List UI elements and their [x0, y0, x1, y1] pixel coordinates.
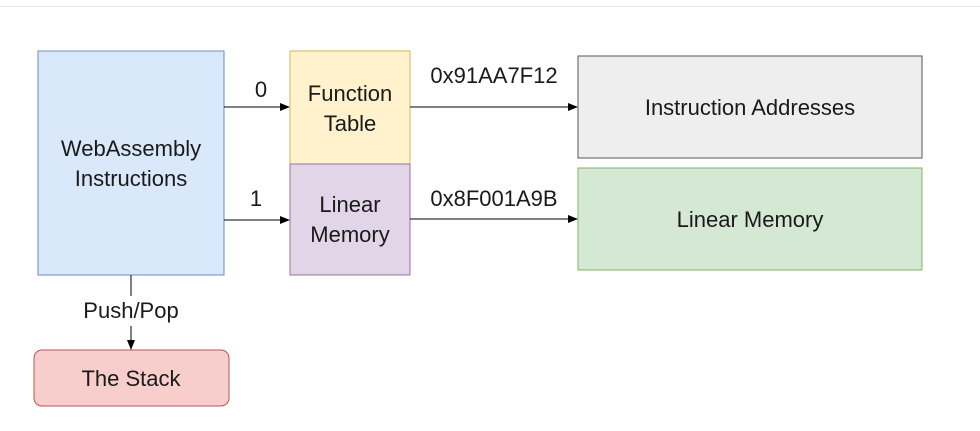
linear-memory-large-label: Linear Memory	[677, 207, 824, 232]
wasm-instructions-node[interactable]: WebAssembly Instructions	[37, 50, 225, 276]
linear-memory-small-node[interactable]: Linear Memory	[289, 163, 411, 276]
edge-to-stack: Push/Pop	[68, 275, 194, 350]
stack-node[interactable]: The Stack	[33, 349, 230, 407]
edge-to-function-table: 0	[224, 77, 290, 111]
function-table-label-line2: Table	[324, 111, 377, 136]
wasm-instructions-label-line2: Instructions	[75, 166, 188, 191]
edge-to-linear-memory-large-label: 0x8F001A9B	[430, 186, 557, 211]
function-table-label-line1: Function	[308, 81, 392, 106]
edge-to-linear-memory-label: 1	[250, 186, 262, 211]
wasm-instructions-box	[37, 50, 225, 276]
edge-to-linear-memory-large: 0x8F001A9B	[410, 186, 578, 223]
wasm-instructions-label-line1: WebAssembly	[61, 136, 201, 161]
function-table-node[interactable]: Function Table	[289, 50, 411, 165]
top-divider	[0, 6, 980, 7]
instruction-addresses-node[interactable]: Instruction Addresses	[577, 55, 923, 159]
edge-to-function-table-label: 0	[255, 77, 267, 102]
instruction-addresses-box	[577, 55, 923, 159]
linear-memory-small-label-line1: Linear	[319, 192, 380, 217]
edge-to-instruction-addresses: 0x91AA7F12	[410, 63, 578, 111]
edge-to-stack-label-bg	[68, 296, 194, 326]
stack-label: The Stack	[81, 366, 181, 391]
stack-box	[33, 349, 230, 407]
edge-to-linear-memory: 1	[224, 186, 290, 224]
instruction-addresses-label: Instruction Addresses	[645, 95, 855, 120]
linear-memory-small-label-line2: Memory	[310, 222, 389, 247]
edge-to-instruction-addresses-label: 0x91AA7F12	[430, 63, 557, 88]
linear-memory-small-box	[289, 163, 411, 276]
linear-memory-large-node[interactable]: Linear Memory	[577, 167, 923, 271]
linear-memory-large-box	[577, 167, 923, 271]
function-table-box	[289, 50, 411, 165]
edge-to-stack-label: Push/Pop	[83, 298, 178, 323]
